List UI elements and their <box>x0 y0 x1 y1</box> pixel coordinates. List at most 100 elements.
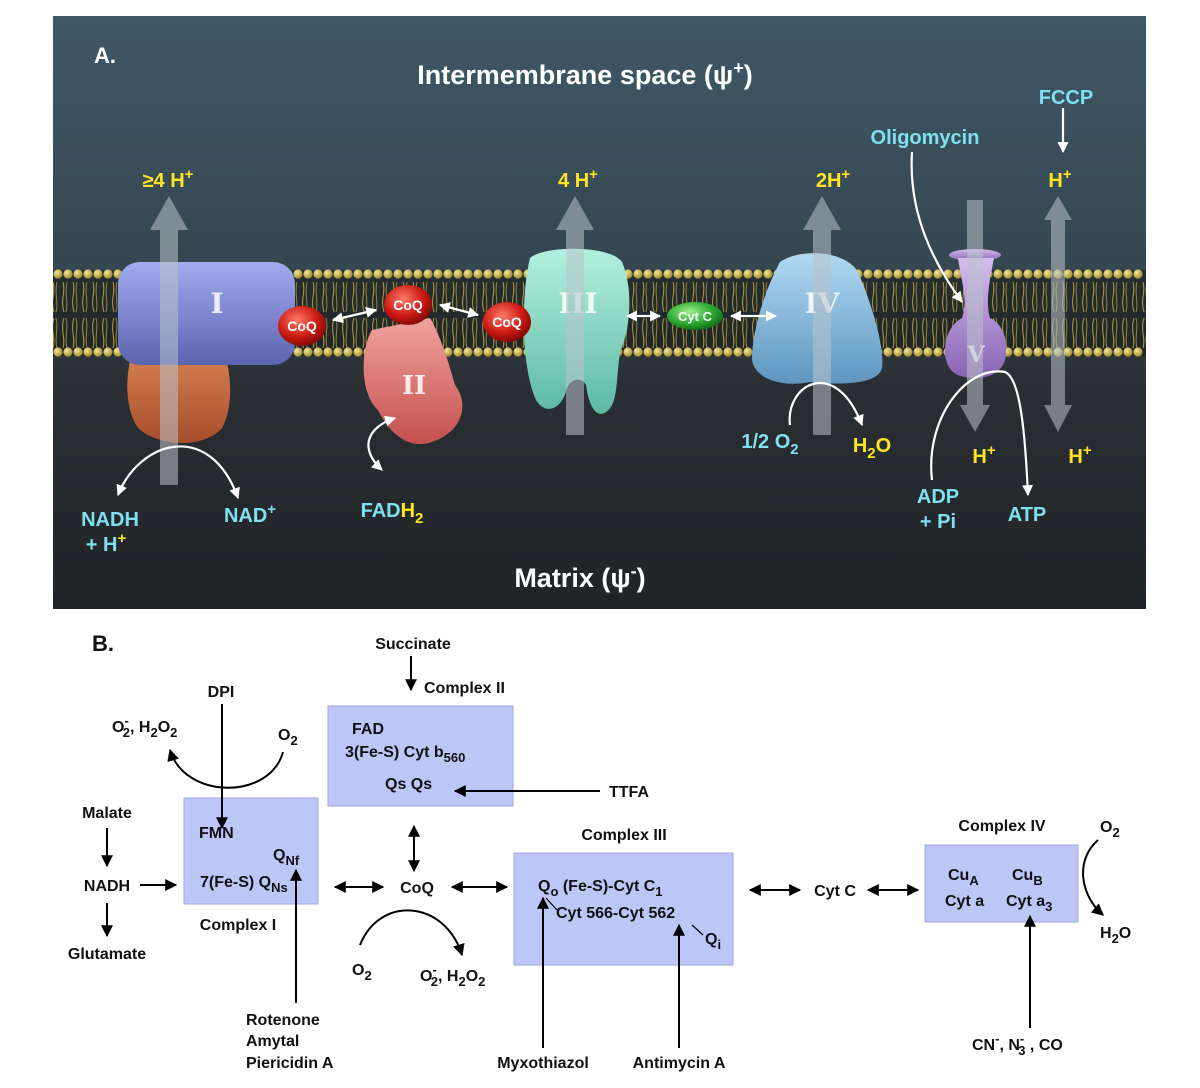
panel-b-label: B. <box>92 631 114 656</box>
half-o2-label: 1/2 O2 <box>741 431 798 458</box>
o2-complex-iv-label: O2 <box>1100 819 1120 840</box>
amytal-label: Amytal <box>246 1033 299 1050</box>
lipid-head <box>323 347 333 357</box>
lipid-head <box>443 269 453 279</box>
malate-label: Malate <box>82 805 132 822</box>
lipid-head <box>723 347 733 357</box>
proton-arrow-complex-iv <box>803 196 841 435</box>
arrow-oligomycin <box>910 151 963 303</box>
protons-fccp-matrix: H+ <box>1068 442 1091 468</box>
lipid-head <box>933 347 943 357</box>
protons-complex-v-matrix: H+ <box>972 442 995 468</box>
fes-cyt-b560-label: 3(Fe-S) Cyt b560 <box>345 744 465 765</box>
coq-sphere-3 <box>483 302 531 342</box>
lipid-head <box>403 269 413 279</box>
lipid-head <box>993 269 1003 279</box>
lipid-head <box>513 269 523 279</box>
lipid-head <box>293 269 303 279</box>
cyt566-cyt562-label: Cyt 566-Cyt 562 <box>556 905 675 922</box>
fad-label: FAD <box>352 721 384 738</box>
rotenone-label: Rotenone <box>246 1012 320 1029</box>
proton-arrow-complex-iii <box>556 196 594 435</box>
arrow-adp-atp <box>930 370 1034 497</box>
lipid-head <box>293 347 303 357</box>
lipid-head <box>1043 347 1053 357</box>
superoxide-coq-label: O-2, H2O2 <box>420 962 485 989</box>
lipid-head <box>503 269 513 279</box>
myxothiazol-label: Myxothiazol <box>497 1055 589 1072</box>
panel-a: A. Intermembrane space (ψ+) Matrix (ψ-) … <box>53 16 1146 609</box>
lipid-head <box>933 269 943 279</box>
qo-fes-cytc1-label: Qo (Fe-S)-Cyt C1 <box>538 878 663 899</box>
lipid-head <box>413 269 423 279</box>
coq-b-label: CoQ <box>400 880 434 897</box>
lipid-head <box>673 269 683 279</box>
lipid-head <box>83 347 93 357</box>
complex-i-numeral: I <box>210 287 223 320</box>
lipid-head <box>103 269 113 279</box>
lipid-head <box>733 347 743 357</box>
lipid-head <box>663 347 673 357</box>
proton-arrow-fccp <box>1044 196 1072 432</box>
pi-label: + Pi <box>920 511 956 533</box>
atp-label: ATP <box>1008 504 1047 526</box>
ttfa-label: TTFA <box>609 784 649 801</box>
lipid-head <box>873 269 883 279</box>
lipid-head <box>393 269 403 279</box>
coq-carrier-2: CoQ <box>384 285 432 325</box>
lipid-head <box>53 269 63 279</box>
panel-b: B. Succinate Complex II FAD 3(Fe-S) Cyt … <box>68 631 1131 1072</box>
proton-arrow-complex-i <box>150 196 188 485</box>
adp-label: ADP <box>917 486 959 508</box>
complex-ii-numeral: II <box>402 371 426 401</box>
lipid-head <box>893 269 903 279</box>
lipid-head <box>883 347 893 357</box>
glutamate-label: Glutamate <box>68 946 146 963</box>
nadh-label: NADH <box>81 509 139 531</box>
lipid-head <box>353 347 363 357</box>
o2-complex-i-label: O2 <box>278 727 298 748</box>
lipid-head <box>63 269 73 279</box>
lipid-head <box>83 269 93 279</box>
coq-label-1: CoQ <box>287 318 317 334</box>
lipid-head <box>883 269 893 279</box>
lipid-head <box>473 347 483 357</box>
cua-label: CuA <box>948 867 979 888</box>
lipid-head <box>343 347 353 357</box>
complex-iv-box <box>924 844 1079 923</box>
cytc-b-label: Cyt C <box>814 883 856 900</box>
complex-ii-title: Complex II <box>424 680 505 697</box>
cyanide-azide-co-label: CN-, N-3 , CO <box>972 1031 1063 1058</box>
h2o-complex-iv-label: H2O <box>1100 925 1131 946</box>
nadh-b-label: NADH <box>84 878 130 895</box>
antimycin-label: Antimycin A <box>633 1055 726 1072</box>
cyt-a-label: Cyt a <box>945 893 984 910</box>
lipid-head <box>1103 269 1113 279</box>
lipid-head <box>703 269 713 279</box>
lipid-head <box>923 347 933 357</box>
complex-iii-box <box>513 852 734 966</box>
lipid-head <box>1133 269 1143 279</box>
lipid-head <box>1063 347 1073 357</box>
lipid-head <box>1123 269 1133 279</box>
protons-complex-iii: 4 H+ <box>558 166 598 192</box>
lipid-head <box>653 269 663 279</box>
complex-ii-box <box>327 705 514 807</box>
coq-carrier-3: CoQ <box>483 302 531 342</box>
lipid-head <box>333 347 343 357</box>
lipid-head <box>93 347 103 357</box>
lipid-head <box>1033 347 1043 357</box>
lipid-head <box>733 269 743 279</box>
dpi-label: DPI <box>208 684 235 701</box>
lipid-head <box>673 347 683 357</box>
qs-label: Qs Qs <box>385 776 432 793</box>
lipid-head <box>443 347 453 357</box>
lipid-head <box>463 347 473 357</box>
lipid-head <box>373 269 383 279</box>
lipid-head <box>1023 269 1033 279</box>
nadh-proton-label: + H+ <box>86 530 127 556</box>
lipid-head <box>433 269 443 279</box>
lipid-head <box>1013 347 1023 357</box>
lipid-head <box>703 347 713 357</box>
lipid-head <box>503 347 513 357</box>
